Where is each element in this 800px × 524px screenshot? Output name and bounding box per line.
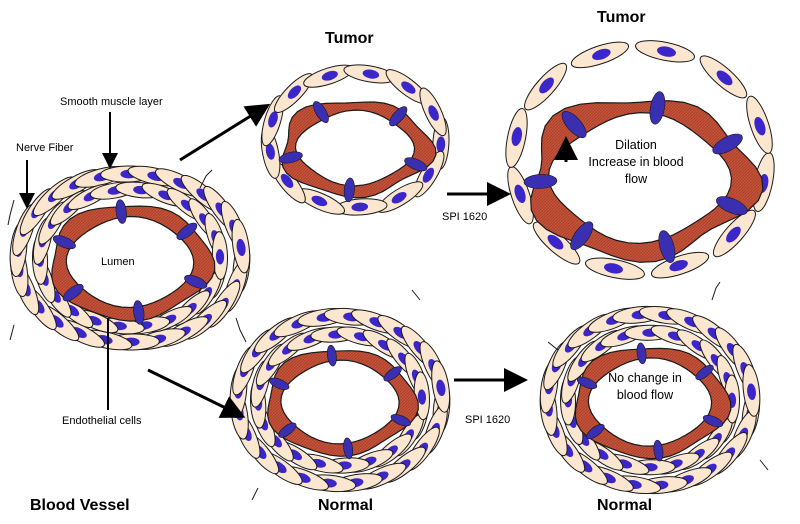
- smooth-muscle-cell: [699, 55, 748, 99]
- endothelial-layer: [51, 205, 216, 322]
- smooth-muscle-cell: [746, 95, 773, 154]
- caption-blood-vessel: Blood Vessel: [30, 497, 130, 514]
- endothelial-nucleus: [716, 196, 748, 216]
- smooth-muscle-cell: [524, 62, 568, 111]
- endothelial-nucleus: [649, 91, 666, 125]
- endothelial-nucleus: [176, 222, 198, 240]
- label-nerve-fiber: Nerve Fiber: [16, 142, 74, 154]
- endothelial-nucleus: [570, 221, 594, 251]
- caption-normal-1: Normal: [318, 497, 374, 514]
- endothelial-nucleus: [561, 111, 587, 139]
- vessel-normal: [229, 289, 451, 501]
- label-smooth-muscle: Smooth muscle layer: [60, 96, 163, 108]
- nerve-fiber: [235, 317, 247, 343]
- label-spi-1: SPI 1620: [442, 211, 488, 223]
- endothelial-layer: [267, 350, 419, 457]
- smooth-muscle-cell: [532, 221, 581, 265]
- smooth-muscle-cell: [712, 209, 756, 258]
- arrow-to-normal: [147, 368, 246, 418]
- endothelial-nucleus: [695, 364, 714, 381]
- smooth-muscle-cell: [343, 64, 396, 84]
- caption-normal-2: Normal: [597, 497, 653, 514]
- endothelial-nucleus: [115, 199, 127, 224]
- label-endothelial: Endothelial cells: [62, 415, 142, 427]
- endothelial-nucleus: [653, 439, 664, 462]
- endothelial-nucleus: [390, 414, 411, 427]
- endothelial-nucleus: [278, 422, 297, 438]
- endothelial-nucleus: [278, 151, 303, 164]
- smooth-muscle-cell: [650, 251, 710, 279]
- nerve-fiber: [251, 487, 259, 501]
- caption-tumor-2: Tumor: [597, 9, 646, 26]
- smooth-muscle-cell: [635, 40, 695, 63]
- vessel-tumor: [260, 64, 450, 216]
- label-spi-2: SPI 1620: [465, 414, 511, 426]
- smooth-muscle-cell: [570, 41, 630, 69]
- nerve-fiber: [7, 199, 15, 226]
- arrow-to-tumor: [179, 103, 271, 162]
- smooth-muscle-cell: [742, 364, 761, 417]
- endothelial-nucleus: [712, 133, 743, 155]
- endothelial-nucleus: [389, 106, 408, 127]
- label-nochange-block: No change in blood flow: [590, 370, 700, 404]
- label-increase-2: flow: [624, 172, 648, 186]
- endothelial-nucleus: [383, 366, 402, 382]
- endothelial-nucleus: [343, 177, 355, 203]
- label-increase-1: Increase in blood: [588, 155, 684, 169]
- endothelial-nucleus: [343, 437, 354, 460]
- label-nochange-2: blood flow: [616, 388, 674, 402]
- smooth-muscle-cell: [231, 218, 251, 274]
- endothelial-nucleus: [702, 414, 724, 428]
- endothelial-nucleus: [658, 230, 676, 263]
- nerve-fiber: [711, 281, 721, 301]
- nerve-fiber: [547, 341, 559, 351]
- label-lumen: Lumen: [101, 256, 135, 268]
- vessel-blood-vessel: [7, 165, 251, 351]
- smooth-muscle-cell: [505, 108, 528, 168]
- nerve-fiber: [9, 324, 15, 341]
- endothelial-nucleus: [404, 157, 428, 172]
- nerve-fiber: [199, 169, 213, 189]
- endothelial-nucleus: [576, 376, 598, 390]
- endothelial-nucleus: [133, 300, 145, 325]
- endothelial-nucleus: [52, 235, 76, 250]
- endothelial-nucleus: [313, 101, 329, 123]
- vessel-normal-after: [539, 281, 769, 495]
- label-dilation: Dilation: [615, 138, 657, 152]
- endothelial-nucleus: [586, 423, 605, 440]
- smooth-muscle-cell: [303, 64, 354, 88]
- endothelial-nucleus: [184, 274, 208, 289]
- vessel-tumor-dilated: [505, 40, 775, 280]
- smooth-muscle-cell: [431, 360, 451, 413]
- endothelial-layer: [574, 347, 732, 460]
- endothelial-nucleus: [523, 174, 558, 189]
- nerve-fiber: [411, 289, 421, 301]
- nerve-fiber: [759, 459, 769, 471]
- label-nochange-1: No change in: [608, 371, 682, 385]
- smooth-muscle-cell: [211, 231, 228, 281]
- smooth-muscle-cell: [585, 257, 645, 280]
- label-dilation-block: Dilation Increase in blood flow: [566, 137, 706, 188]
- endothelial-nucleus: [326, 344, 337, 367]
- smooth-muscle-cell: [334, 198, 388, 216]
- endothelial-nucleus: [62, 284, 84, 302]
- endothelial-nucleus: [636, 342, 647, 365]
- endothelial-nucleus: [269, 377, 290, 390]
- caption-tumor-1: Tumor: [325, 30, 374, 47]
- smooth-muscle-cell: [419, 87, 447, 137]
